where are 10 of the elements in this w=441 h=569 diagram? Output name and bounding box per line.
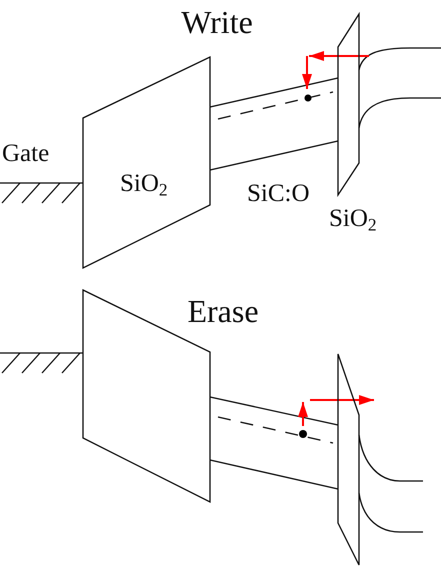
layer-label: SiO$_{2}$ [329,206,377,231]
panel-title: Write [181,6,253,38]
valence-band-line [210,459,338,490]
conduction-band-line [210,77,338,108]
layer-label: Gate [2,141,50,166]
layer-label: SiO$_{2}$ [120,171,168,196]
layer-label: SiC:O [247,181,310,206]
conduction-band-line [210,396,338,426]
valence-band-line [210,140,338,171]
panel-title: Erase [187,295,259,327]
